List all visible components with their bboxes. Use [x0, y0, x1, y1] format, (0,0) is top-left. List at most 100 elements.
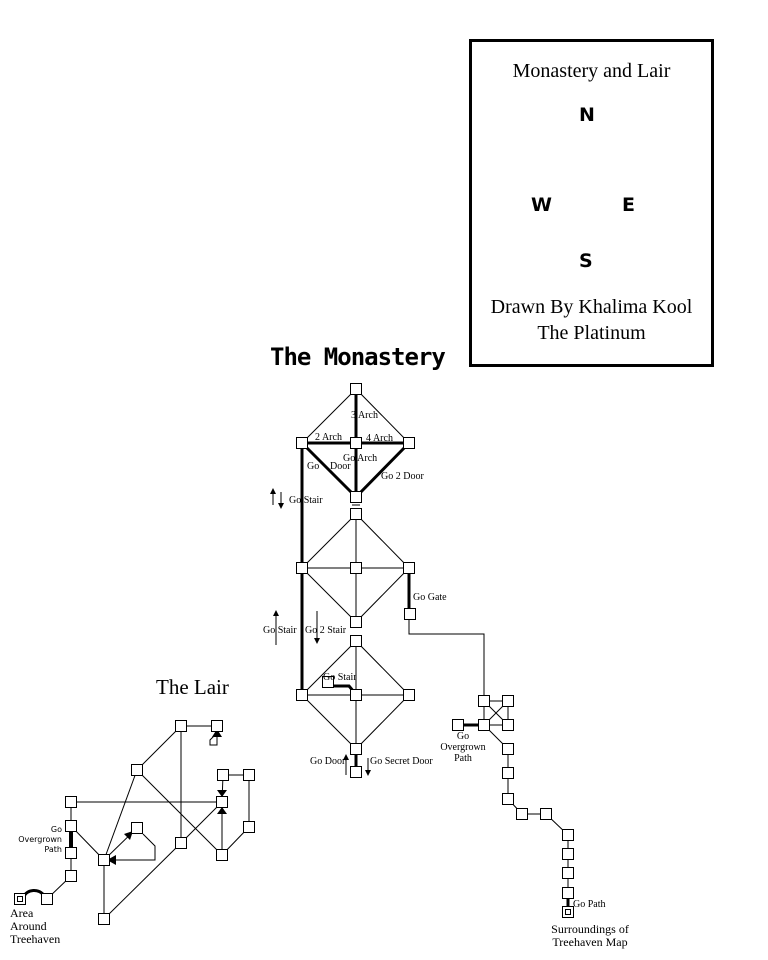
label-line: Surroundings of — [551, 922, 629, 936]
lair-room — [217, 769, 229, 781]
lair-room — [131, 822, 143, 834]
up-right-arrow-icon — [124, 831, 133, 840]
lair-room — [65, 796, 77, 808]
map-connection — [301, 567, 357, 623]
map-connection — [355, 694, 410, 750]
monastery-room — [403, 437, 415, 449]
label-go-gate: Go Gate — [413, 592, 447, 603]
path-room — [502, 743, 514, 755]
down-arrow-icon — [217, 790, 227, 797]
path-room — [540, 808, 552, 820]
path-connection — [408, 613, 485, 700]
up-arrow-icon — [273, 610, 279, 616]
lair-room — [131, 764, 143, 776]
lair-room — [175, 837, 187, 849]
up-arrow-icon — [212, 729, 222, 737]
legend-credit: Drawn By Khalima Kool The Platinum — [472, 294, 711, 346]
lair-room — [41, 893, 53, 905]
monastery-room — [296, 562, 308, 574]
up-arrow-icon — [270, 488, 276, 494]
map-connection — [301, 513, 357, 569]
lair-room — [216, 849, 228, 861]
down-arrow-icon — [314, 638, 320, 644]
label-go-door-b: Door — [330, 461, 351, 472]
monastery-room — [350, 616, 362, 628]
exit-area-around-treehaven[interactable]: Area Around Treehaven — [10, 907, 60, 946]
compass-south-label: S — [579, 250, 593, 272]
credit-author: Drawn By Khalima Kool — [490, 296, 693, 318]
map-connection — [355, 567, 410, 623]
map-connection — [301, 694, 357, 750]
path-room — [502, 695, 514, 707]
label-go-secret-door: Go Secret Door — [370, 756, 433, 767]
path-room — [502, 793, 514, 805]
monastery-room — [350, 437, 362, 449]
label-line: Path — [44, 845, 62, 854]
label-line: Go — [456, 731, 470, 742]
monastery-room — [350, 635, 362, 647]
path-room — [562, 848, 574, 860]
map-connection — [300, 441, 358, 499]
path-room — [502, 719, 514, 731]
label-line: Area — [10, 906, 34, 920]
exit-surroundings-of-treehaven-map[interactable]: Surroundings of Treehaven Map — [530, 923, 650, 949]
map-connection — [301, 640, 357, 696]
lair-room — [65, 847, 77, 859]
loop-connection — [111, 833, 156, 861]
label-line: Go — [50, 825, 62, 834]
map-connection — [180, 801, 223, 844]
loop-connection — [209, 732, 218, 746]
monastery-room — [350, 689, 362, 701]
path-room — [516, 808, 528, 820]
map-connection — [355, 388, 410, 444]
down-arrow-icon — [278, 503, 284, 509]
map-connection — [136, 725, 182, 771]
label-go-door-a: Go — [307, 461, 320, 472]
monastery-room — [350, 491, 362, 503]
lair-title: The Lair — [156, 675, 229, 699]
label-4-arch: 4 Arch — [366, 433, 393, 444]
label-go-path: Go Path — [573, 899, 606, 910]
path-room — [562, 887, 574, 899]
path-room — [562, 867, 574, 879]
label-line: Overgrown — [18, 835, 62, 844]
exit-room-surroundings — [562, 906, 574, 918]
label-go-2-door: Go 2 Door — [381, 471, 424, 482]
label-go-stair-top: Go Stair — [289, 495, 323, 506]
exit-room-surroundings-inner — [565, 909, 571, 915]
left-arrow-icon — [107, 855, 116, 865]
up-arrow-icon — [217, 807, 227, 814]
monastery-room — [404, 608, 416, 620]
lair-room — [175, 720, 187, 732]
exit-room-area-around-treehaven — [14, 893, 26, 905]
monastery-room — [350, 766, 362, 778]
map-connection — [355, 513, 410, 569]
monastery-room — [403, 562, 415, 574]
label-go-2-stair: Go 2 Stair — [305, 625, 347, 636]
map-connection — [355, 640, 410, 696]
label-go-arch: Go Arch — [343, 453, 378, 464]
label-line: Treehaven — [10, 932, 61, 946]
compass-west-label: W — [531, 194, 552, 216]
lair-room — [243, 821, 255, 833]
lair-room — [98, 854, 110, 866]
label-line: Around — [10, 919, 47, 933]
exit-room-area-around-treehaven-inner — [17, 896, 23, 902]
monastery-title: The Monastery — [270, 343, 446, 371]
label-2-arch: 2 Arch — [315, 432, 342, 443]
map-connection — [301, 388, 357, 444]
compass-north-label: N — [579, 104, 595, 126]
monastery-room — [350, 383, 362, 395]
label-3-arch: 3 Arch — [351, 410, 378, 421]
monastery-room — [350, 562, 362, 574]
label-line: Path — [454, 753, 472, 764]
compass-east-label: E — [622, 194, 635, 216]
path-room — [562, 829, 574, 841]
monastery-room — [350, 508, 362, 520]
map-connection — [103, 842, 182, 920]
legend-title: Monastery and Lair — [512, 60, 671, 82]
monastery-room — [350, 743, 362, 755]
path-room — [478, 719, 490, 731]
lair-room — [211, 720, 223, 732]
